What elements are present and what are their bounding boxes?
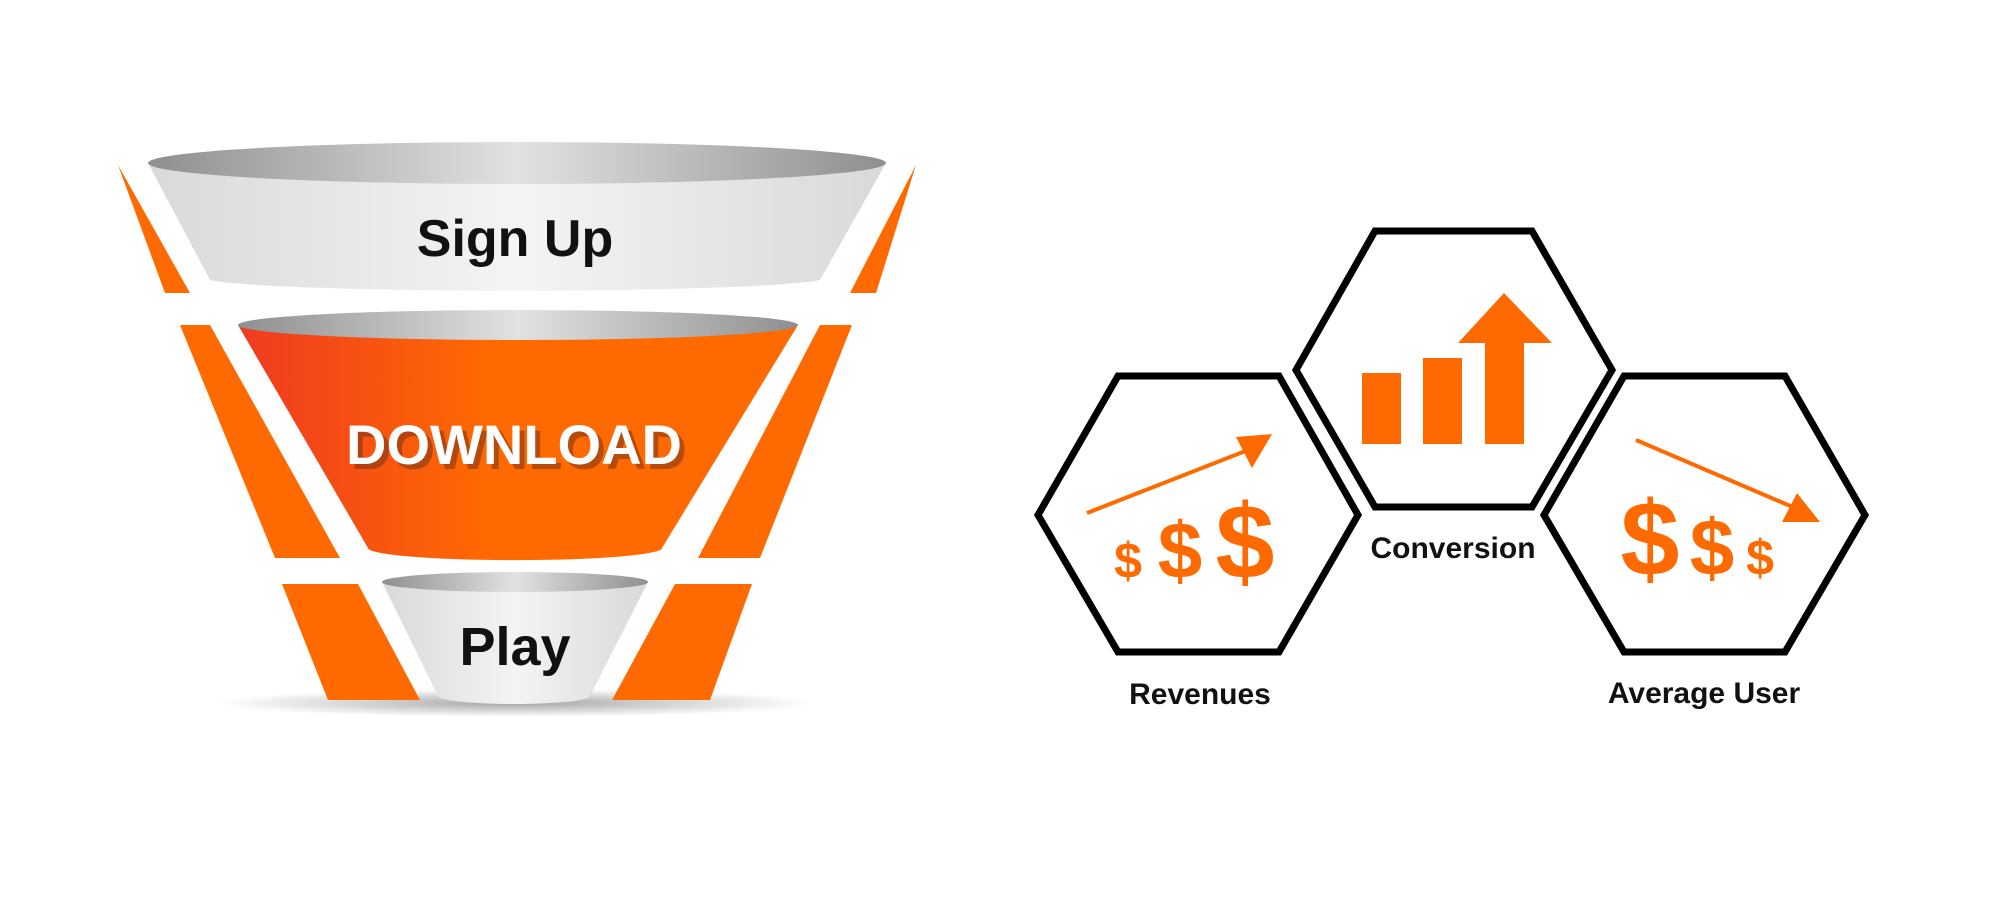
funnel-stage-sign-up: Sign Up xyxy=(148,142,886,291)
funnel-stage-play-rim xyxy=(382,572,648,592)
funnel: Sign Up DOWNLOAD DOWNLOAD Play xyxy=(118,142,916,717)
metric-average-user-label: Average User xyxy=(1608,677,1801,710)
metric-revenues: $ $ $ Revenues xyxy=(1033,372,1363,711)
funnel-stage-sign-up-rim xyxy=(148,142,886,184)
funnel-side-strip-left-1 xyxy=(118,165,190,293)
metrics: $ $ $ Revenues Conversion xyxy=(1033,227,1870,711)
funnel-stage-sign-up-body xyxy=(148,163,886,291)
funnel-side-strip-right-1 xyxy=(850,165,916,293)
hexagon-average-user xyxy=(1539,372,1870,656)
funnel-stage-sign-up-label: Sign Up xyxy=(417,210,613,268)
dollar-icon-small: $ xyxy=(1746,530,1774,586)
dollar-icon-medium: $ xyxy=(1690,503,1735,592)
trend-up-arrow-head xyxy=(1236,434,1272,468)
funnel-stage-download: DOWNLOAD DOWNLOAD xyxy=(238,310,798,561)
funnel-stage-play: Play xyxy=(382,572,648,704)
funnel-stage-download-body xyxy=(238,325,798,561)
funnel-stage-download-label-shadow: DOWNLOAD xyxy=(351,418,687,481)
hexagon-revenues xyxy=(1033,372,1363,656)
metric-average-user: $ $ $ Average User xyxy=(1539,372,1870,710)
bar-icon-medium xyxy=(1423,358,1462,444)
metric-conversion-label: Conversion xyxy=(1370,532,1535,565)
funnel-stage-play-body xyxy=(382,582,648,704)
metric-revenues-label: Revenues xyxy=(1129,678,1271,711)
hexagon-conversion xyxy=(1291,227,1617,511)
funnel-side-strip-left-3 xyxy=(282,584,420,700)
funnel-stage-download-label: DOWNLOAD xyxy=(346,413,682,476)
funnel-side-strip-left-2 xyxy=(180,325,340,558)
growth-arrow-icon xyxy=(1458,293,1552,343)
bar-icon-tall xyxy=(1485,342,1524,444)
funnel-side-strip-right-3 xyxy=(612,584,752,700)
metric-conversion: Conversion xyxy=(1291,227,1617,565)
funnel-side-strip-right-2 xyxy=(698,325,852,558)
trend-up-arrow-line xyxy=(1086,448,1249,515)
trend-down-arrow-line xyxy=(1635,438,1796,510)
dollar-icon-small: $ xyxy=(1114,533,1142,589)
funnel-stage-play-label: Play xyxy=(459,617,570,677)
dollar-icon-large: $ xyxy=(1621,480,1680,598)
trend-down-arrow-head xyxy=(1782,493,1820,522)
dollar-icon-medium: $ xyxy=(1158,506,1203,595)
bar-icon-short xyxy=(1362,373,1401,444)
funnel-stage-download-rim xyxy=(238,310,798,340)
dollar-icon-large: $ xyxy=(1216,483,1275,601)
